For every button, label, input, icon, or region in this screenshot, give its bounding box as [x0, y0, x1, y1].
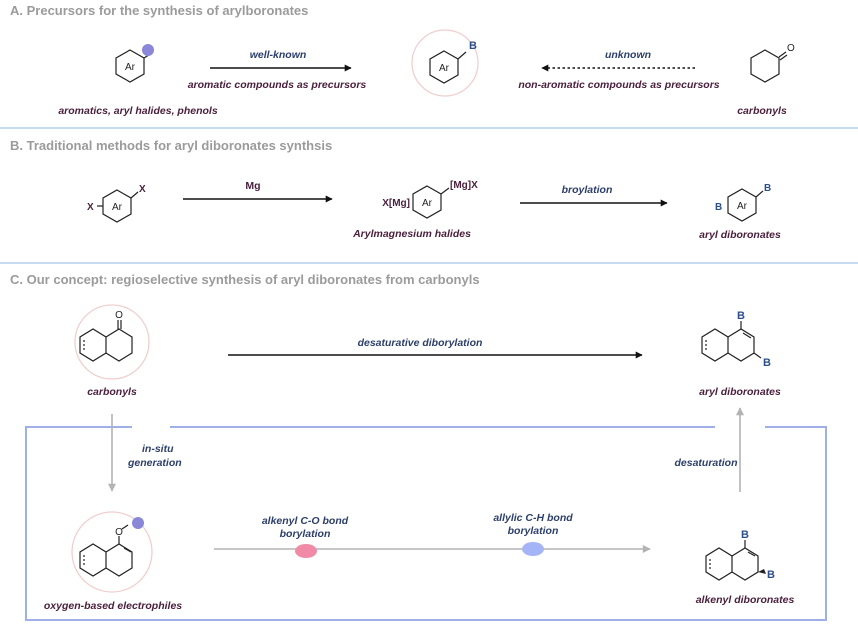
ar-label-b-mid: Ar	[422, 198, 433, 209]
mg-arrow-label: Mg	[245, 180, 261, 192]
aromatic-precursors-label: aromatic compounds as precursors	[187, 79, 367, 91]
wedge-bond	[758, 569, 766, 574]
step2-line2: borylation	[507, 525, 559, 537]
arylmagnesium-caption: Arylmagnesium halides	[353, 228, 471, 240]
tetralone-structure	[79, 320, 133, 362]
aryl-diboronates-caption-c: aryl diboronates	[699, 386, 781, 398]
ar-label-a-left: Ar	[125, 62, 136, 73]
lavender-dot-c	[132, 517, 144, 529]
boron-label-b-right: B	[764, 183, 771, 194]
in-situ-label: in-situ	[142, 443, 174, 455]
boron-label-c-alkenyl-top: B	[741, 529, 749, 541]
target-circle-a	[411, 29, 479, 97]
section-a-title: A. Precursors for the synthesis of arylb…	[10, 3, 309, 18]
enol-electrophile-structure	[79, 524, 133, 577]
unknown-label: unknown	[604, 49, 652, 61]
boron-label-a: B	[469, 40, 477, 52]
x-label-left: X	[87, 202, 94, 213]
non-aromatic-precursors-label: non-aromatic compounds as precursors	[518, 79, 720, 91]
step2-line1: allylic C-H bond	[493, 512, 573, 524]
mg-right-label: [Mg]X	[450, 180, 478, 191]
blue-catalyst-ellipse	[522, 542, 544, 556]
generation-label: generation	[128, 457, 182, 469]
oxygen-label-c: O	[115, 310, 123, 321]
cyclohexanone-a	[750, 49, 788, 83]
aryl-ring-a-center	[429, 50, 467, 84]
carbonyls-caption-c: carbonyls	[87, 386, 137, 398]
carbonyls-caption-a: carbonyls	[737, 105, 787, 117]
naphthalene-diboronate	[701, 321, 762, 362]
boron-label-c-top: B	[737, 310, 745, 322]
alkenyl-diboronate-structure	[705, 540, 759, 581]
divider-ab	[0, 127, 858, 129]
mg-left-label: X[Mg]	[382, 198, 410, 209]
desaturation-label: desaturation	[674, 457, 738, 469]
lavender-dot-a	[142, 44, 154, 56]
desaturative-diborylation-label: desaturative diborylation	[357, 337, 483, 349]
boron-label-c-right: B	[763, 357, 771, 369]
step1-line1: alkenyl C-O bond	[261, 515, 349, 527]
aromatics-caption: aromatics, aryl halides, phenols	[58, 105, 218, 117]
x-label-right: X	[139, 184, 146, 195]
dihalo-aryl-b	[97, 189, 139, 223]
aryl-diboronates-caption-b: aryl diboronates	[699, 229, 781, 241]
broylation-label: broylation	[561, 184, 613, 196]
oxygen-label-a: O	[787, 43, 795, 54]
pink-catalyst-ellipse	[295, 544, 317, 558]
ar-label-a-center: Ar	[439, 63, 450, 74]
electrophile-circle	[71, 511, 153, 593]
oxygen-label-c-enol: O	[115, 527, 123, 538]
step1-line2: borylation	[279, 528, 331, 540]
section-b-title: B. Traditional methods for aryl diborona…	[10, 138, 333, 153]
concept-frame	[25, 426, 827, 621]
divider-bc	[0, 262, 858, 264]
alkenyl-diboronates-caption: alkenyl diboronates	[695, 594, 795, 606]
well-known-label: well-known	[249, 49, 307, 61]
tetralone-circle	[74, 304, 150, 380]
ar-label-b-right: Ar	[737, 201, 748, 212]
boron-label-b-left: B	[715, 202, 722, 213]
section-c-title: C. Our concept: regioselective synthesis…	[10, 272, 480, 287]
boron-label-c-alkenyl-right: B	[767, 569, 775, 581]
arylmagnesium-structure	[412, 185, 450, 219]
aryl-diboronate-b	[727, 188, 764, 222]
ar-label-b-left: Ar	[112, 202, 123, 213]
electrophiles-caption: oxygen-based electrophiles	[43, 600, 183, 612]
